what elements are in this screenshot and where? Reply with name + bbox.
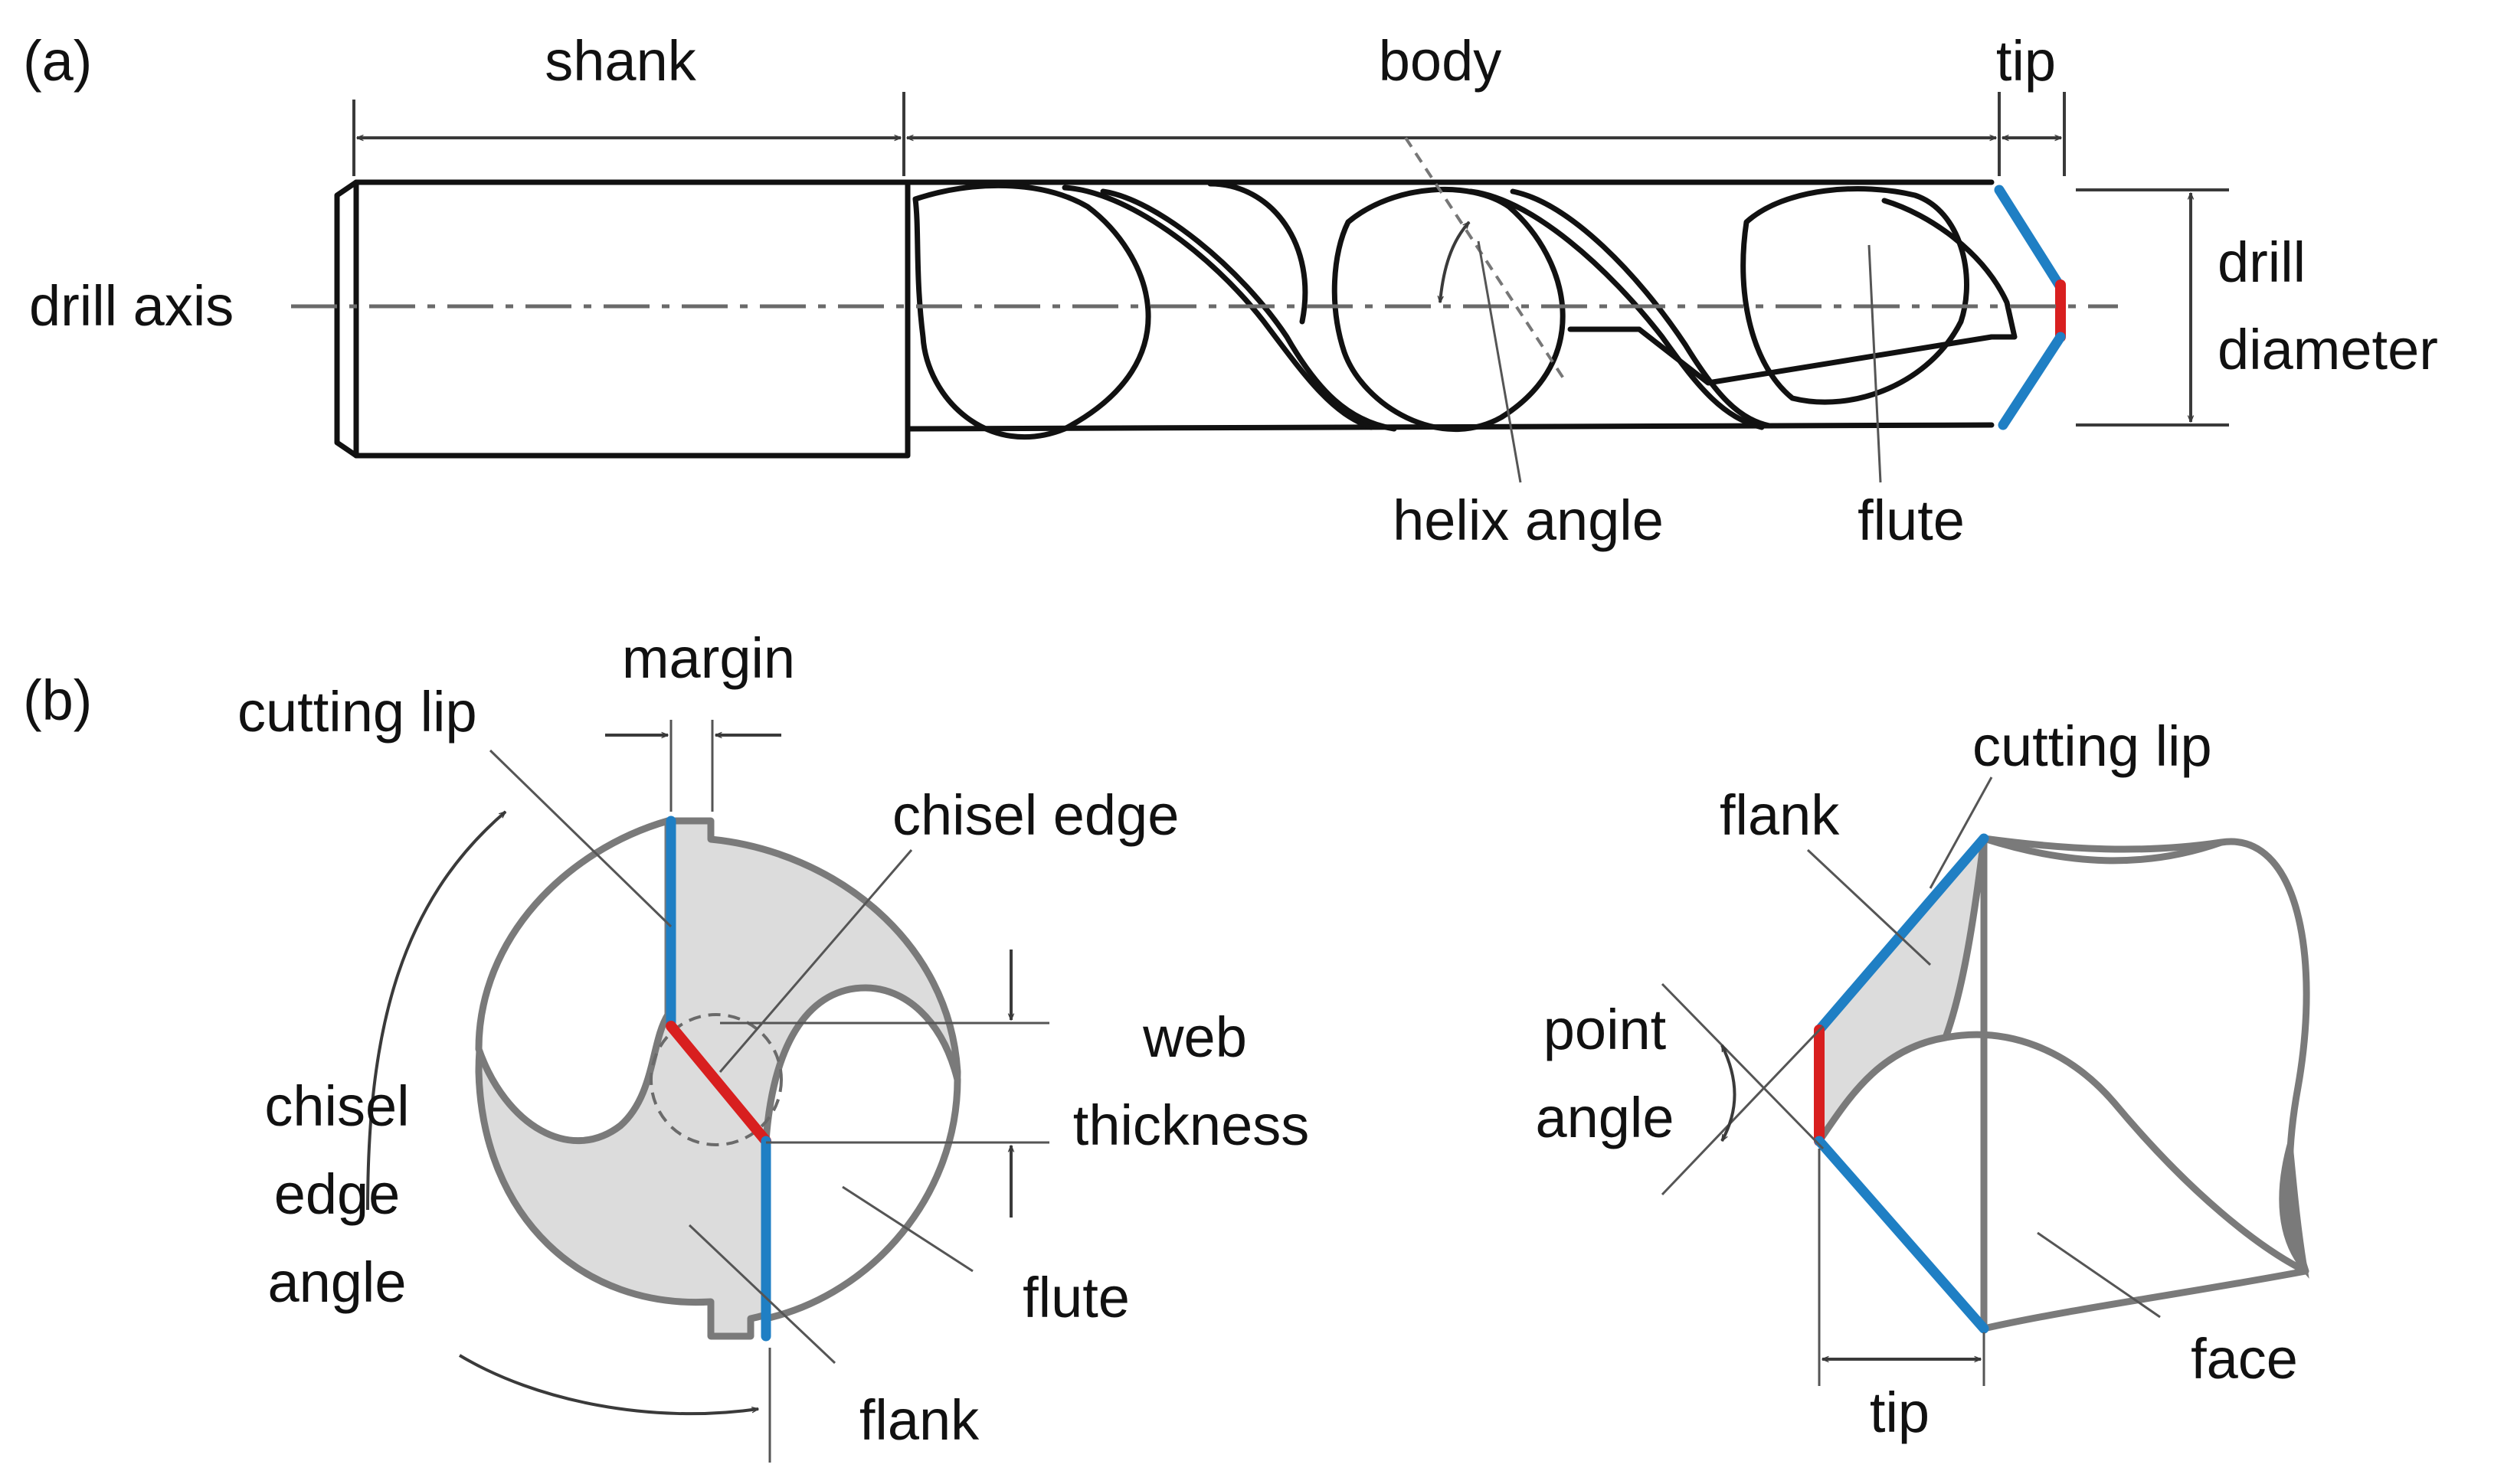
point-angle-label-line1: point xyxy=(1543,998,1667,1061)
flute-leader-a xyxy=(1867,244,1882,483)
drill-body xyxy=(905,179,2018,440)
chisel-edge-label: chisel edge xyxy=(892,783,1179,847)
helix-angle-indicator xyxy=(1404,136,1568,483)
body-label: body xyxy=(1379,29,1501,93)
flute-near-tip xyxy=(1881,198,2018,340)
side-view-cutting-lip-lower xyxy=(1814,1136,1989,1334)
helix-angle-label: helix angle xyxy=(1393,489,1664,552)
chisel-edge-angle-arc-top xyxy=(366,810,506,1211)
drill-tip-edges xyxy=(1994,185,2066,430)
helix-angle-leader xyxy=(1477,240,1522,483)
flute-land-1 xyxy=(912,182,1151,440)
panel-b: (b) margin cutting lip chisel edge xyxy=(23,626,2310,1463)
tip-cutting-lip-upper xyxy=(1994,185,2066,293)
helix-groove-1a xyxy=(1062,185,1374,430)
drill-diameter-label-line2: diameter xyxy=(2218,318,2438,381)
flank-label-b: flank xyxy=(859,1388,980,1452)
web-thickness-label-line1: web xyxy=(1142,1005,1247,1069)
web-circle xyxy=(650,1013,783,1146)
point-angle-line-1 xyxy=(1661,982,1825,1150)
helix-groove-1c xyxy=(1207,181,1308,325)
side-view-cutting-lip-upper xyxy=(1814,833,1989,1035)
panel-a-tag: (a) xyxy=(23,29,92,93)
side-cutting-lip-leader xyxy=(1929,776,1993,889)
helix-groove-2b xyxy=(1510,188,1772,429)
shank-label: shank xyxy=(545,29,696,93)
flute-edge-line xyxy=(1567,326,1995,386)
helix-groove-2a xyxy=(1468,188,1765,430)
chisel-edge-leader xyxy=(718,849,913,1073)
cutting-lip-label: cutting lip xyxy=(237,680,477,744)
chisel-edge-angle-arc-bottom xyxy=(458,1354,758,1416)
web-thickness-dimension xyxy=(720,950,1049,1218)
flute-cavity-left xyxy=(475,817,672,1144)
point-angle-label-line2: angle xyxy=(1535,1086,1674,1149)
margin-dimension xyxy=(605,720,781,812)
side-view-flank xyxy=(1815,835,1988,1145)
flute-land-2 xyxy=(1331,186,1566,433)
drill-diameter-label-line1: drill xyxy=(2218,230,2306,294)
face-label: face xyxy=(2191,1327,2298,1391)
point-angle-arc xyxy=(1720,1045,1736,1141)
side-tip-dimension xyxy=(1818,1149,1985,1386)
chisel-edge-angle-label-line1: chisel xyxy=(264,1074,409,1138)
flank-leader-b xyxy=(688,1224,836,1365)
side-view-flute-curve xyxy=(1945,1031,2308,1275)
point-angle-line-2 xyxy=(1661,1025,1825,1196)
side-flank-label: flank xyxy=(1720,783,1840,847)
length-dimensions xyxy=(352,92,2066,176)
helix-angle-arc xyxy=(1440,222,1469,302)
tip-label: tip xyxy=(1996,29,2056,93)
shank-outline xyxy=(334,179,911,459)
chisel-edge-angle-label-line3: angle xyxy=(267,1250,406,1314)
drill-cross-section xyxy=(475,816,961,1342)
face-leader xyxy=(2037,1231,2161,1319)
cross-section-chisel-edge xyxy=(666,1021,771,1146)
point-angle-indicator xyxy=(1661,982,1825,1196)
chisel-edge-angle-label-line2: edge xyxy=(274,1162,401,1226)
flute-label-b: flute xyxy=(1023,1266,1130,1329)
side-tip-label: tip xyxy=(1870,1381,1930,1444)
side-view-top-curve xyxy=(1982,835,2223,865)
panel-a: (a) shank body tip xyxy=(23,29,2438,552)
helix-tangent-line xyxy=(1404,136,1568,384)
flute-cavity-right xyxy=(762,984,961,1322)
web-thickness-label-line2: thickness xyxy=(1073,1093,1309,1157)
helix-groove-1b xyxy=(1100,188,1397,432)
drill-diameter-dimension xyxy=(2076,188,2229,427)
drill-tip-side-view xyxy=(1814,833,2310,1334)
side-cutting-lip-label: cutting lip xyxy=(1972,714,2212,778)
side-flank-leader xyxy=(1806,848,1932,966)
side-view-body xyxy=(1980,835,2310,1332)
drill-axis-label: drill axis xyxy=(29,274,234,338)
drill-shank xyxy=(334,179,911,459)
margin-label: margin xyxy=(622,626,795,690)
flute-land-3 xyxy=(1740,186,1969,405)
cutting-lip-leader xyxy=(489,749,673,928)
flute-label-a: flute xyxy=(1858,489,1965,552)
panel-b-tag: (b) xyxy=(23,668,92,732)
tip-cutting-lip-lower xyxy=(1998,332,2066,430)
flute-leader-b xyxy=(842,1185,974,1273)
